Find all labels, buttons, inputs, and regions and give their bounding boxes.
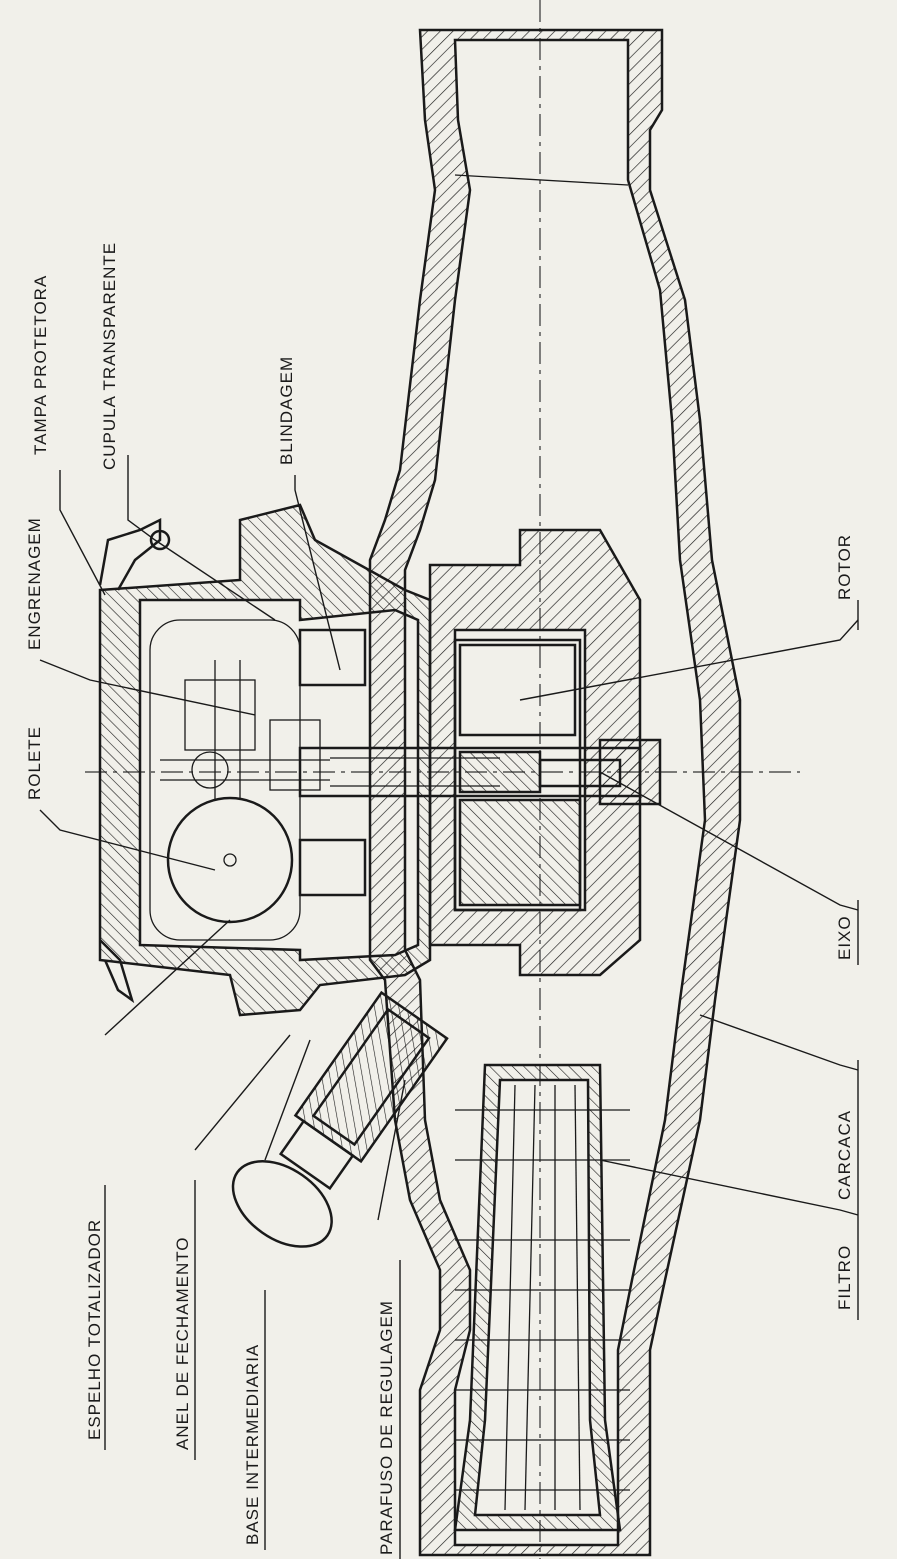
label-tampa-protetora: TAMPA PROTETORA: [31, 275, 50, 455]
leader-lines: [39, 455, 859, 1559]
label-parafuso-de-regulagem: PARAFUSO DE REGULAGEM: [377, 1300, 396, 1555]
leader-parafuso-de-regulagem: [377, 1079, 406, 1221]
roller-hub: [223, 853, 237, 867]
rotor-upper-vane: [458, 643, 577, 737]
rotor-chamber: [428, 528, 642, 977]
label-anel-de-fechamento: ANEL DE FECHAMENTO: [173, 1236, 192, 1450]
label-cupula-transparente: CUPULA TRANSPARENTE: [100, 242, 119, 470]
rotor-body: [453, 638, 582, 912]
bore-line: [454, 174, 629, 186]
label-rolete: ROLETE: [25, 726, 44, 800]
protective-cover-lower: [99, 939, 135, 1004]
label-blindagem: BLINDAGEM: [277, 356, 296, 465]
label-carcaca: CARCACA: [835, 1110, 854, 1200]
label-eixo: EIXO: [835, 915, 854, 960]
protective-cover: [98, 517, 162, 591]
shield-box-upper: [298, 628, 367, 687]
roller-wheel: [166, 796, 294, 924]
filter: [453, 1063, 630, 1532]
leader-filtro: [599, 1159, 859, 1216]
body-casing: [368, 28, 742, 1557]
label-espelho-totalizador: ESPELHO TOTALIZADOR: [85, 1219, 104, 1440]
leader-engrenagem: [39, 659, 256, 716]
leader-eixo: [599, 771, 859, 911]
label-base-intermediaria: BASE INTERMEDIARIA: [243, 1344, 262, 1545]
cover-hinge: [149, 529, 171, 551]
leader-tampa-protetora: [59, 470, 106, 596]
leader-carcaca: [699, 1014, 859, 1071]
label-rotor: ROTOR: [835, 534, 854, 600]
shield-box-lower: [298, 838, 367, 897]
leader-anel-de-fechamento: [194, 1034, 291, 1151]
leader-rolete: [39, 809, 216, 871]
rotor-lower-vane: [458, 798, 582, 907]
leader-blindagem: [294, 475, 341, 671]
gear-train: [160, 660, 330, 800]
leader-cupula-transparente: [127, 455, 276, 621]
label-engrenagem: ENGRENAGEM: [25, 517, 44, 650]
regulating-screw: [231, 990, 449, 1248]
leader-espelho-totalizador: [104, 919, 231, 1036]
leader-base-intermediaria: [264, 1039, 311, 1161]
label-filtro: FILTRO: [835, 1245, 854, 1310]
register-housing: [98, 503, 432, 1017]
small-gear: [191, 751, 229, 789]
leader-rotor: [519, 619, 859, 701]
